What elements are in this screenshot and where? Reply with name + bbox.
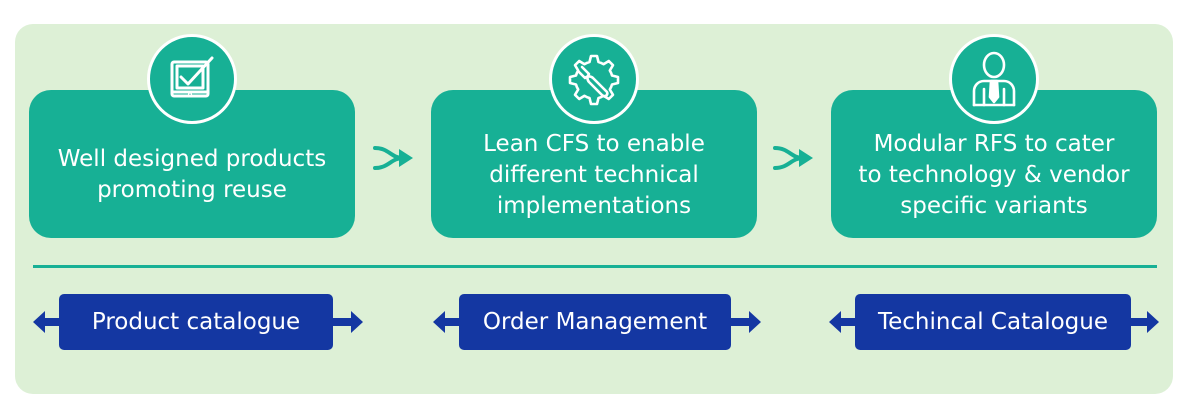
left-arrow-icon: [33, 311, 65, 333]
step-text-1: Well designed products promoting reuse: [57, 146, 327, 203]
system-pill-2: Order Management: [459, 294, 731, 350]
system-label-2: Order Management: [482, 309, 708, 335]
system-connector-1: Product catalogue: [33, 294, 363, 350]
system-connector-2: Order Management: [433, 294, 763, 350]
flow-arrow-icon: [373, 146, 413, 170]
system-pill-1: Product catalogue: [59, 294, 333, 350]
system-pill-3: Techincal Catalogue: [855, 294, 1131, 350]
system-connector-3: Techincal Catalogue: [829, 294, 1159, 350]
right-arrow-icon: [331, 311, 363, 333]
checklist-tablet-icon: [147, 34, 237, 124]
system-label-1: Product catalogue: [91, 309, 301, 335]
right-arrow-icon: [1127, 311, 1159, 333]
gear-wrench-icon: [549, 34, 639, 124]
section-divider: [33, 265, 1157, 268]
right-arrow-icon: [729, 311, 761, 333]
step-text-2: Lean CFS to enable different technical i…: [483, 130, 705, 219]
diagram-canvas: Well designed products promoting reuse L…: [15, 24, 1173, 394]
flow-arrow-icon: [773, 146, 813, 170]
system-label-3: Techincal Catalogue: [878, 309, 1108, 335]
left-arrow-icon: [829, 311, 861, 333]
left-arrow-icon: [433, 311, 465, 333]
person-tie-icon: [949, 34, 1039, 124]
step-text-3: Modular RFS to cater to technology & ven…: [858, 130, 1130, 219]
